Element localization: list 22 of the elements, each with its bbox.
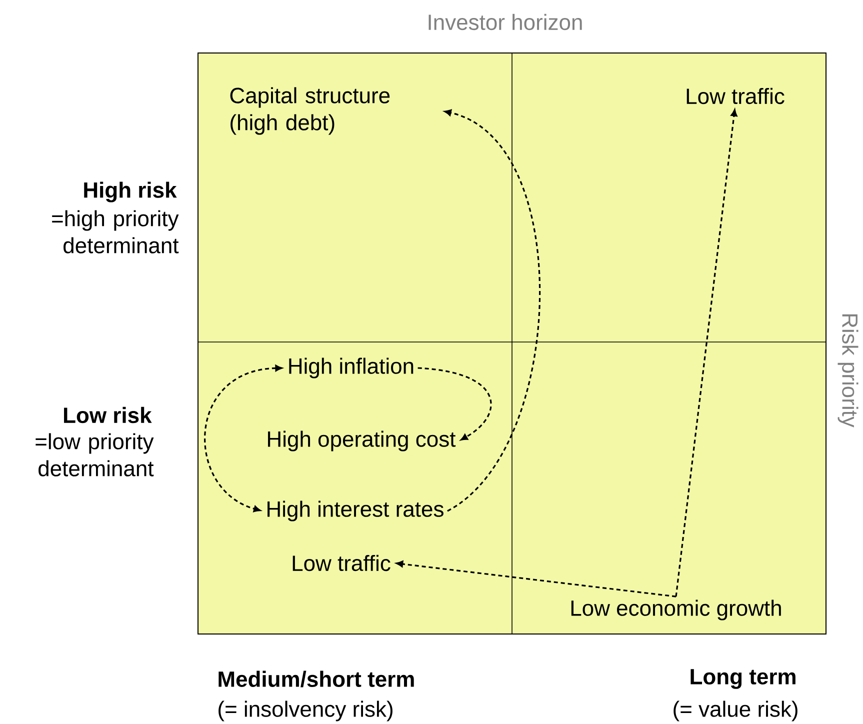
arrow	[444, 110, 540, 512]
column-note: (= value risk)	[674, 700, 798, 722]
column-heading: Long term	[690, 669, 796, 689]
arrow	[396, 560, 676, 598]
column-note: (= insolvency risk)	[218, 700, 392, 722]
factor-label: Low traffic	[292, 554, 390, 572]
arrow	[675, 109, 738, 597]
row-heading: Low risk	[64, 406, 152, 424]
factor-label: Capital structure (high debt)	[230, 87, 390, 135]
arrow	[418, 367, 492, 440]
row-note: =high priority determinant	[52, 210, 179, 254]
factor-label: Low traffic	[686, 88, 784, 104]
arrow	[204, 364, 282, 512]
axis-title: Investor horizon	[428, 14, 582, 30]
column-heading: Medium/short term	[218, 670, 414, 688]
factor-label: High inflation	[289, 358, 414, 378]
row-heading: High risk	[84, 182, 177, 202]
factor-label: High interest rates	[268, 500, 444, 522]
factor-label: Low economic growth	[571, 600, 781, 620]
row-note: =low priority determinant	[36, 433, 154, 476]
factor-label: High operating cost	[268, 430, 456, 452]
axis-title: Risk priority	[838, 314, 858, 428]
